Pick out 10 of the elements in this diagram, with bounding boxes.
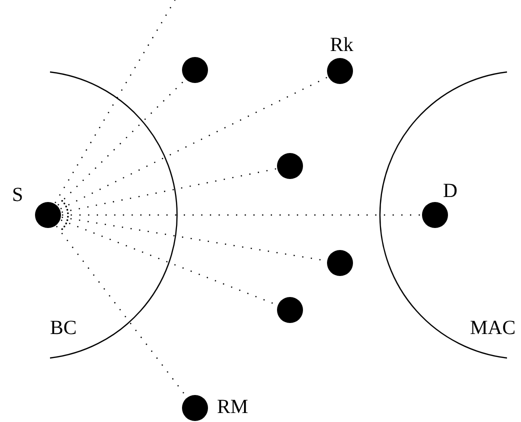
- node-label: D: [443, 181, 458, 201]
- node-label: Rk: [330, 35, 354, 55]
- dotted-line: [54, 0, 176, 204]
- node-label: S: [12, 185, 24, 205]
- dotted-line: [62, 168, 276, 213]
- node-label: RM: [217, 397, 248, 417]
- region-label: MAC: [470, 318, 516, 338]
- region-label: BC: [50, 318, 77, 338]
- dotted-line: [60, 76, 328, 210]
- dotted-line: [58, 79, 186, 206]
